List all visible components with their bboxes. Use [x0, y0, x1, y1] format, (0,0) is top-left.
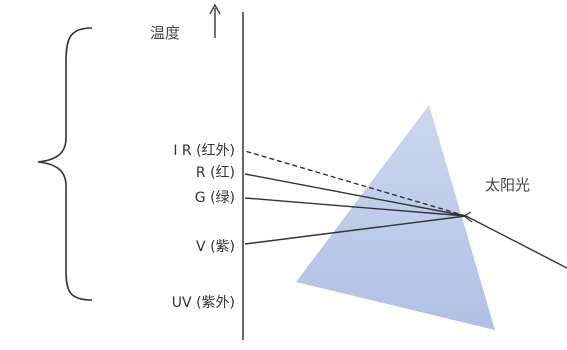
red-ray [244, 173, 467, 217]
band-label-red: R (红) [195, 165, 235, 181]
band-label-violet: V (紫) [196, 239, 235, 255]
band-label-ir: I R (红外) [173, 143, 235, 159]
sunlight-label: 太阳光 [485, 176, 531, 194]
band-label-uv: UV (紫外) [171, 295, 235, 311]
ir-ray [244, 150, 467, 217]
brace [37, 27, 93, 301]
prism [296, 105, 495, 330]
temperature-label: 温度 [150, 24, 181, 42]
temperature-arrow-head [209, 3, 221, 15]
violet-ray [244, 215, 467, 245]
incident-ray [465, 215, 567, 269]
band-label-green: G (绿) [194, 190, 235, 206]
green-ray [244, 197, 467, 217]
